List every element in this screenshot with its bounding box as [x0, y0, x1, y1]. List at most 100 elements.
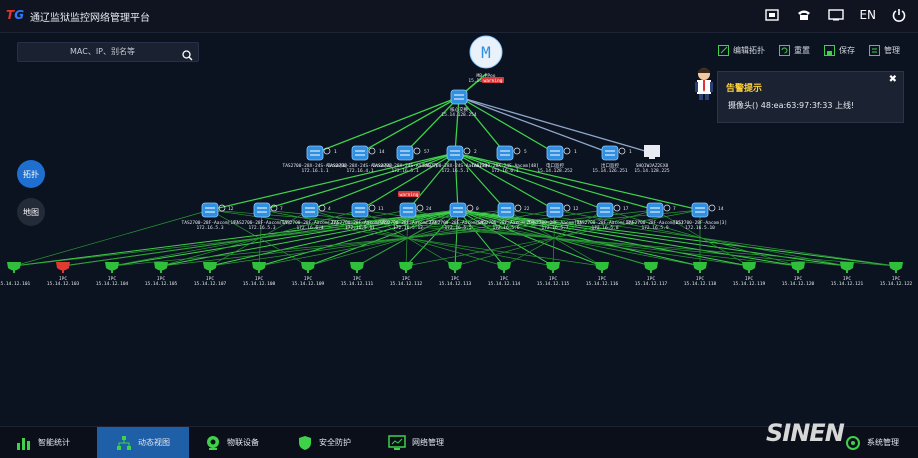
- switch-node[interactable]: [546, 202, 564, 218]
- switch-node[interactable]: [351, 145, 369, 161]
- camera-icon: [7, 262, 21, 271]
- camera-label: IPC: [206, 276, 214, 282]
- camera-icon: [742, 262, 756, 271]
- badge-circle: [416, 204, 424, 212]
- switch-badge: 14: [379, 149, 385, 155]
- reset-icon: [779, 45, 790, 56]
- switch-node[interactable]: [646, 202, 664, 218]
- switch-badge: 0: [476, 206, 479, 212]
- switch-ip: 15.14.126.251: [592, 168, 628, 174]
- switch-ip: 172.16.5.5: [444, 225, 471, 231]
- camera-node[interactable]: [154, 262, 168, 273]
- camera-node[interactable]: [7, 262, 21, 273]
- nav-network-management[interactable]: 网络管理: [388, 427, 458, 458]
- save-button[interactable]: 保存: [824, 45, 855, 56]
- camera-node[interactable]: [56, 262, 70, 273]
- camera-node[interactable]: [252, 262, 266, 273]
- search-icon[interactable]: [182, 46, 193, 65]
- switch-node[interactable]: [301, 202, 319, 218]
- switch-node[interactable]: [601, 145, 619, 161]
- switch-node[interactable]: [596, 202, 614, 218]
- link-line: [405, 209, 459, 267]
- link-line: [261, 152, 456, 211]
- camera-node[interactable]: [546, 262, 560, 273]
- core-switch-node[interactable]: [450, 89, 468, 105]
- close-icon[interactable]: ✖: [888, 74, 897, 85]
- camera-node[interactable]: [791, 262, 805, 273]
- fullscreen-icon[interactable]: [763, 6, 781, 24]
- camera-icon: [595, 262, 609, 271]
- map-view-button[interactable]: 地图: [17, 198, 45, 226]
- camera-node[interactable]: [203, 262, 217, 273]
- badge-circle: [323, 147, 331, 155]
- manage-button[interactable]: 管理: [869, 45, 900, 56]
- switch-node[interactable]: [201, 202, 219, 218]
- camera-node[interactable]: [595, 262, 609, 273]
- root-node[interactable]: [469, 35, 503, 69]
- warning-badge: [482, 77, 504, 83]
- power-icon[interactable]: [890, 6, 908, 24]
- nav-smart-statistics[interactable]: 智能统计: [16, 427, 86, 458]
- camera-node[interactable]: [350, 262, 364, 273]
- search-input[interactable]: MAC、IP、别名等: [70, 47, 136, 56]
- camera-node[interactable]: [889, 262, 903, 273]
- camera-node[interactable]: [105, 262, 119, 273]
- reset-button[interactable]: 重置: [779, 45, 810, 56]
- topology-view-button[interactable]: 拓扑: [17, 160, 45, 188]
- switch-node[interactable]: [497, 202, 515, 218]
- switch-node[interactable]: [496, 145, 514, 161]
- screen-icon[interactable]: [827, 6, 845, 24]
- switch-node[interactable]: [396, 145, 414, 161]
- camera-node[interactable]: [448, 262, 462, 273]
- search-box[interactable]: MAC、IP、别名等: [17, 42, 199, 62]
- camera-ip: 15.14.12.122: [880, 281, 913, 287]
- link-line: [454, 209, 459, 267]
- camera-node[interactable]: [497, 262, 511, 273]
- server-node[interactable]: [644, 145, 660, 159]
- topology-canvas: MMB-PPoo15.14.218.154warning核心交换15.14.12…: [0, 35, 913, 287]
- switch-node[interactable]: [306, 145, 324, 161]
- switch-node[interactable]: [449, 202, 467, 218]
- camera-label: IPC: [549, 276, 557, 282]
- switch-badge: 4: [328, 206, 331, 212]
- switch-icon: [399, 202, 417, 218]
- switch-node[interactable]: [253, 202, 271, 218]
- phone-icon[interactable]: [795, 6, 813, 24]
- link-line: [454, 152, 459, 211]
- warning-text: warning: [484, 78, 503, 84]
- alert-popup: 告警提示 摄像头() 48:ea:63:97:3f:33 上线! ✖: [717, 71, 904, 123]
- bar-chart-icon: [17, 437, 30, 450]
- switch-badge: 24: [426, 206, 432, 212]
- camera-label: IPC: [402, 276, 410, 282]
- switch-node[interactable]: [691, 202, 709, 218]
- badge-circle: [708, 204, 716, 212]
- switch-ip: 172.16.5.6: [492, 225, 519, 231]
- switch-node[interactable]: [446, 145, 464, 161]
- switch-node[interactable]: [546, 145, 564, 161]
- language-toggle[interactable]: EN: [859, 8, 876, 22]
- camera-node[interactable]: [399, 262, 413, 273]
- camera-node[interactable]: [301, 262, 315, 273]
- camera-icon: [252, 262, 266, 271]
- nav-system-management[interactable]: 系统管理: [845, 427, 915, 458]
- nav-dynamic-view[interactable]: 动态视图: [97, 427, 189, 458]
- switch-badge: 17: [623, 206, 629, 212]
- edit-topology-button[interactable]: 编辑拓扑: [718, 45, 765, 56]
- switch-node[interactable]: [351, 202, 369, 218]
- link-line: [111, 209, 701, 267]
- switch-label: 出口监控: [601, 162, 619, 169]
- camera-node[interactable]: [644, 262, 658, 273]
- nav-iot-devices[interactable]: 物联设备: [205, 427, 275, 458]
- camera-node[interactable]: [693, 262, 707, 273]
- switch-icon: [646, 202, 664, 218]
- camera-icon: [350, 262, 364, 271]
- save-icon: [824, 45, 835, 56]
- switch-badge: 57: [424, 149, 430, 155]
- nav-security[interactable]: 安全防护: [297, 427, 367, 458]
- switch-label: TAS2700-28F-Aacom[19]: [182, 220, 239, 226]
- camera-node[interactable]: [840, 262, 854, 273]
- camera-node[interactable]: [742, 262, 756, 273]
- switch-node[interactable]: [399, 202, 417, 218]
- switch-icon: [546, 145, 564, 161]
- switch-label: TAS2700-28F-Aacom[21]: [282, 220, 339, 226]
